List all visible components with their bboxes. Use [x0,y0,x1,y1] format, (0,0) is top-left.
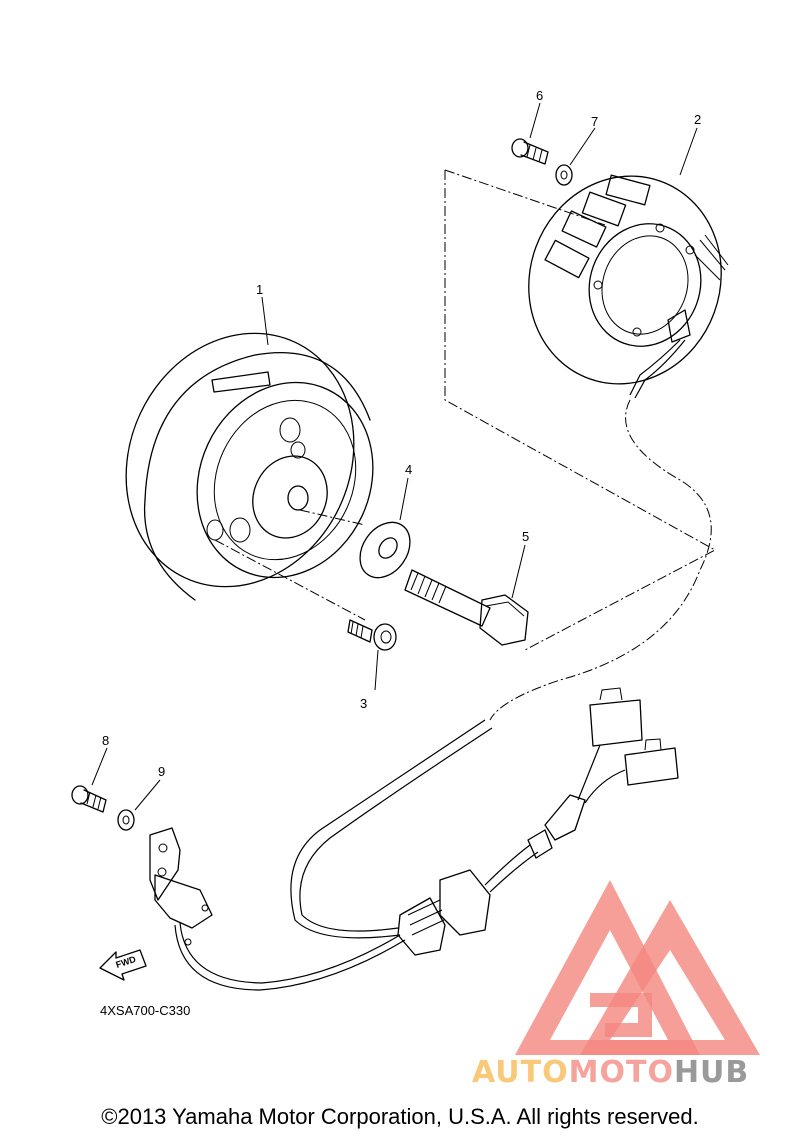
pickup-coil-bracket [149,827,406,991]
brand-part-auto: AUTO [472,1055,569,1090]
washer-part-7 [555,164,573,186]
automotohub-logo-icon [515,880,760,1055]
bolt-part-5 [404,569,529,646]
callout-1: 1 [256,282,263,297]
callout-5: 5 [522,529,529,544]
brand-wordmark: AUTOMOTOHUB [472,1055,749,1090]
callout-3: 3 [360,696,367,711]
bolt-part-8 [71,785,107,813]
callout-6: 6 [536,88,543,103]
brand-part-moto: MOTO [568,1055,674,1090]
assembly-guide-lines [214,169,717,721]
brand-part-hub: HUB [673,1055,750,1090]
fwd-arrow-icon: FWD [99,949,147,981]
fwd-label: FWD [115,954,138,970]
copyright-notice: ©2013 Yamaha Motor Corporation, U.S.A. A… [101,1104,699,1129]
callout-leaders [91,102,698,811]
diagram-code: 4XSA700-C330 [100,1003,190,1018]
callout-9: 9 [158,764,165,779]
stator [528,174,729,399]
wiring-harness [290,687,679,956]
callout-2: 2 [694,112,701,127]
callout-numbers: 1 2 3 4 5 6 7 8 9 [102,88,701,779]
callout-7: 7 [591,114,598,129]
washer-part-4 [359,521,411,579]
washer-part-9 [117,809,135,831]
callout-4: 4 [405,462,412,477]
bolt-part-6 [511,138,549,165]
screw-part-3 [347,619,397,651]
callout-8: 8 [102,733,109,748]
rotor-flywheel [125,332,374,601]
